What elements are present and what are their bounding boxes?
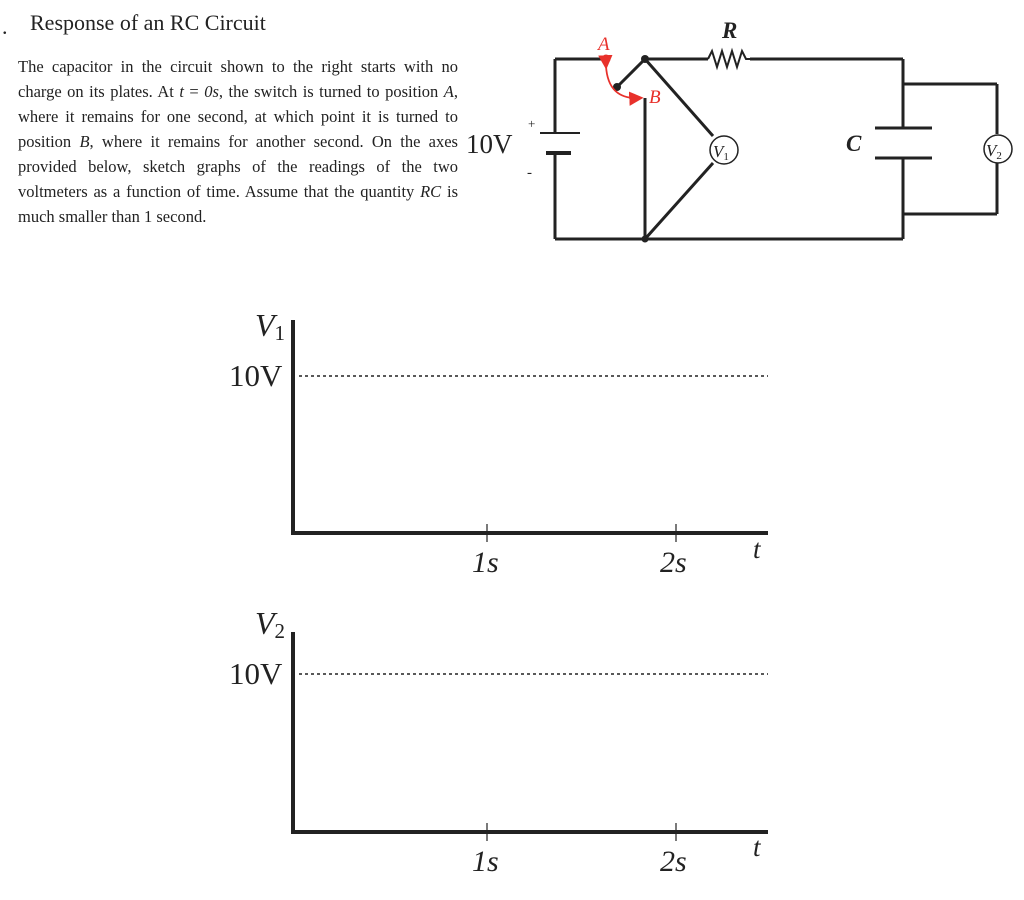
circuit-diagram: + - 10V R C V1 V2 A B (466, 18, 1013, 243)
battery-plus-label: + (528, 116, 535, 131)
time-symbol: t (179, 82, 184, 101)
voltmeter-2-symbol: V (986, 141, 999, 160)
graph-v2-level-label: 10V (229, 656, 283, 691)
position-b-ref: B (79, 132, 90, 151)
svg-text:V1: V1 (713, 142, 729, 163)
graph-v2-x-label: t (753, 832, 762, 862)
capacitor-symbol (875, 126, 932, 160)
battery-voltage-label: 10V (466, 129, 513, 159)
statement-part: , the switch is turned to position (218, 82, 444, 101)
svg-text:V1: V1 (255, 307, 285, 345)
switch-blade (615, 57, 647, 89)
svg-text:V2: V2 (986, 141, 1002, 162)
graph-v1: V1 10V 1s 2s t (229, 307, 768, 579)
voltmeter-1: V1 (709, 135, 739, 165)
problem-statement: The capacitor in the circuit shown to th… (18, 54, 458, 229)
svg-text:V2: V2 (255, 605, 285, 643)
wire-v1-to-bottom (643, 161, 715, 241)
battery-symbol (540, 132, 580, 155)
node-bottom-junction (641, 235, 649, 243)
graph-v1-x-label: t (753, 534, 762, 564)
statement-part: , where it remains for one second, at wh… (18, 82, 458, 151)
graph-v2-y-symbol: V (255, 605, 278, 641)
switch-position-b-label: B (649, 87, 661, 108)
statement-part: is much smaller than 1 second. (18, 182, 458, 226)
graph-v2: V2 10V 1s 2s t (229, 605, 768, 878)
node-top-junction (641, 55, 649, 63)
position-a-ref: A (443, 82, 454, 101)
voltmeter-1-symbol: V (713, 142, 726, 161)
graph-v2-tick-1-label: 1s (472, 845, 499, 878)
capacitor-label: C (846, 131, 862, 156)
graph-v1-y-symbol: V (255, 307, 278, 343)
graph-v1-level-label: 10V (229, 358, 283, 393)
wire-node-to-v1 (643, 58, 715, 137)
statement-part: = (183, 82, 205, 101)
switch-rotation-arrow (598, 54, 644, 106)
statement-part: , where it remains for another second. O… (18, 132, 458, 201)
graph-v1-tick-2-label: 2s (660, 546, 687, 579)
problem-number-marker: . (2, 14, 8, 39)
voltmeter-2: V2 (983, 134, 1013, 164)
graph-v2-tick-2-label: 2s (660, 845, 687, 878)
problem-title: Response of an RC Circuit (30, 10, 266, 35)
voltmeter-1-subscript: 1 (723, 151, 729, 163)
battery-minus-label: - (527, 165, 532, 181)
statement-part: The capacitor in the circuit shown to th… (18, 57, 458, 101)
graph-v1-y-subscript: 1 (275, 321, 286, 345)
resistor-symbol (707, 47, 750, 71)
switch-position-a-label: A (596, 34, 610, 55)
graph-v1-tick-1-label: 1s (472, 546, 499, 579)
rc-symbol: RC (420, 182, 442, 201)
voltmeter-2-subscript: 2 (996, 150, 1002, 162)
resistor-label: R (721, 18, 737, 43)
switch-position-a-dot (601, 54, 611, 64)
time-value: 0s (204, 82, 219, 101)
graph-v2-y-subscript: 2 (275, 619, 286, 643)
